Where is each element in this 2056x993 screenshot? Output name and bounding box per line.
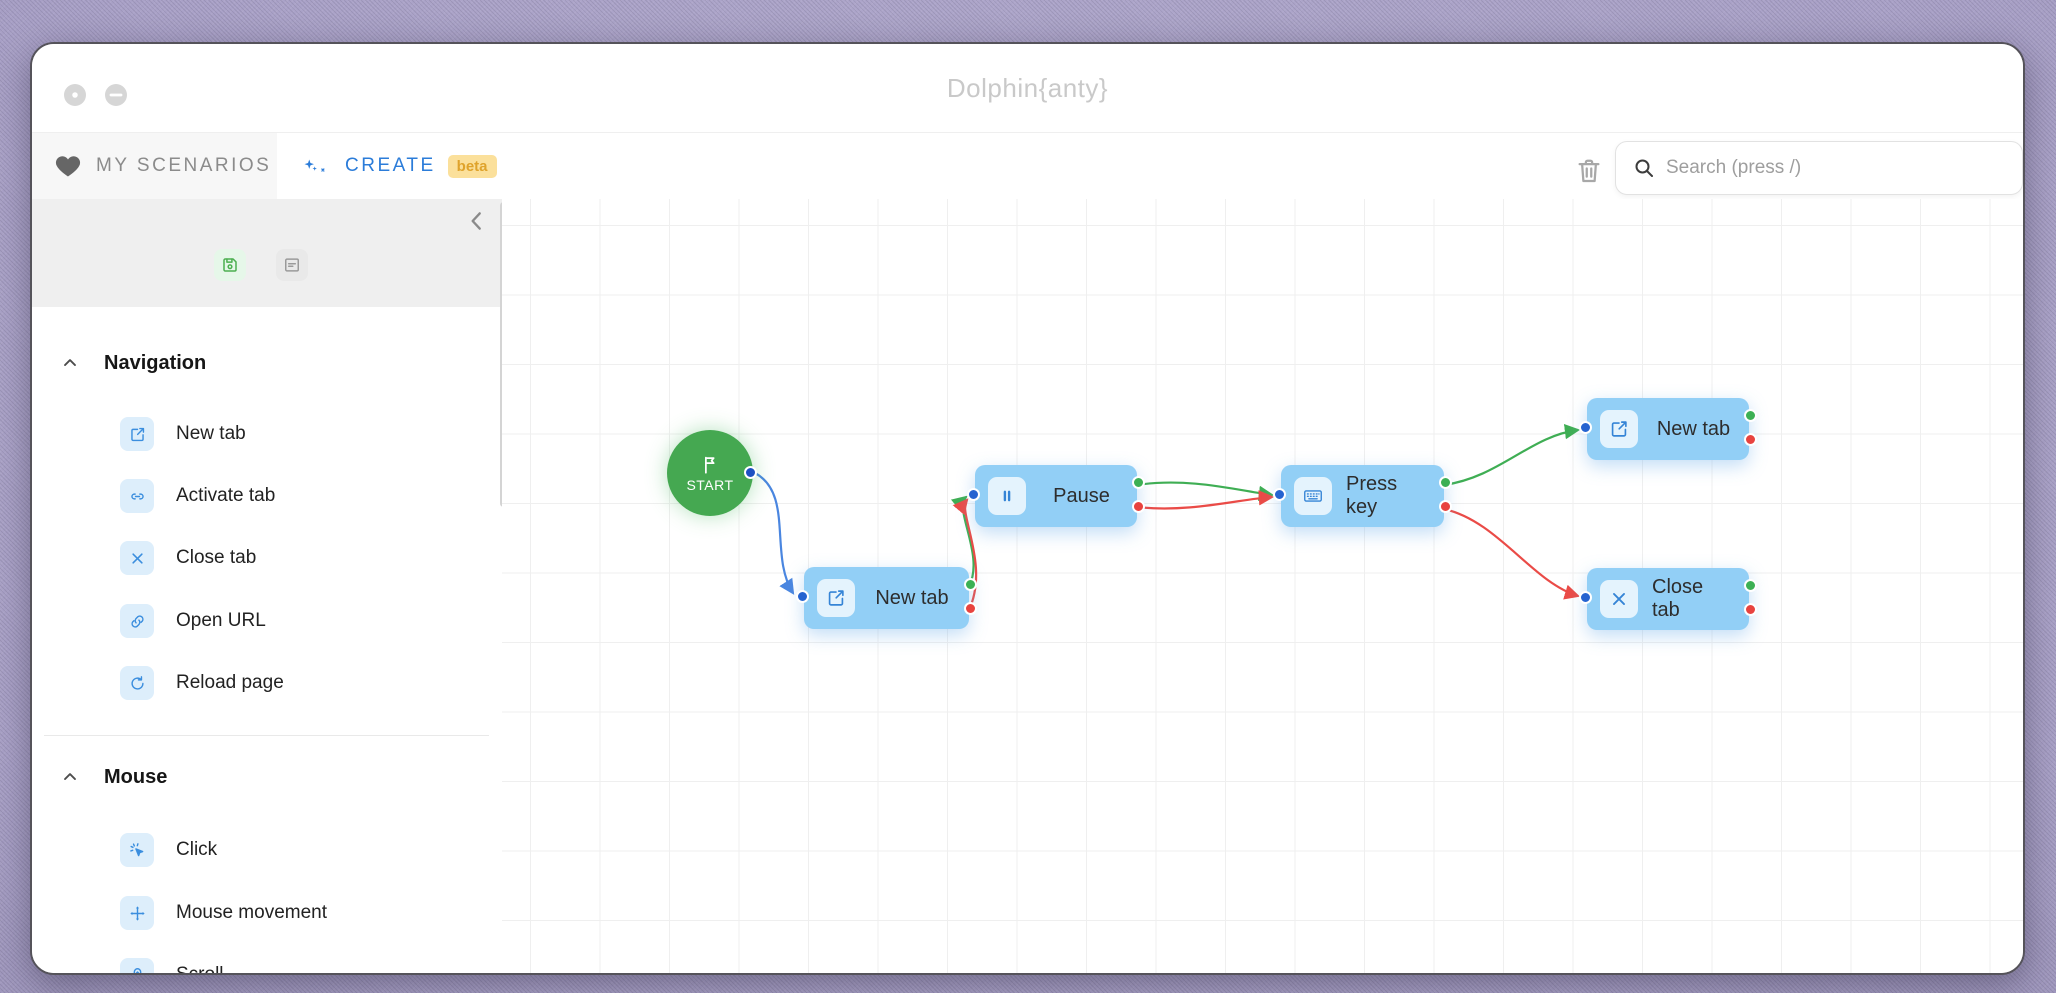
sparkles-icon <box>303 151 333 181</box>
node-label: Close tab <box>1652 576 1704 621</box>
sidebar-item-activate-tab[interactable]: Activate tab <box>32 476 472 516</box>
title-bar: Dolphin{anty} <box>32 44 2023 132</box>
chevron-up-icon <box>60 767 80 787</box>
form-icon <box>282 255 302 275</box>
close-tab-icon <box>120 541 154 575</box>
trash-icon <box>1574 155 1604 187</box>
port-in[interactable] <box>1273 488 1286 501</box>
chevron-left-icon <box>464 208 490 234</box>
node-label: Pause <box>1053 484 1110 507</box>
new-tab-icon <box>120 417 154 451</box>
sidebar-item-mouse-movement[interactable]: Mouse movement <box>32 893 472 933</box>
node-start[interactable]: START <box>667 430 757 516</box>
tab-my-scenarios[interactable]: MY SCENARIOS <box>32 133 277 199</box>
scroll-icon <box>120 958 154 973</box>
node-label: New tab <box>1656 417 1731 440</box>
window-title: Dolphin{anty} <box>946 72 1109 103</box>
mouse-movement-icon <box>120 896 154 930</box>
window-minimize-button[interactable] <box>105 84 127 106</box>
port-success[interactable] <box>1744 409 1757 422</box>
port-in[interactable] <box>1579 591 1592 604</box>
sidebar-item-scroll[interactable]: Scroll <box>32 955 472 975</box>
port-success[interactable] <box>1439 476 1452 489</box>
node-press-key[interactable]: Press key <box>1273 465 1452 527</box>
keyboard-icon <box>1294 477 1332 515</box>
sidebar-item-close-tab[interactable]: Close tab <box>32 538 472 578</box>
save-scenario-button[interactable] <box>214 249 246 281</box>
sidebar-item-open-url[interactable]: Open URL <box>32 601 472 641</box>
node-new-tab-1[interactable]: New tab <box>796 567 977 629</box>
port-in[interactable] <box>1579 421 1592 434</box>
actions-sidebar: Navigation New tab Activate tab Close ta… <box>32 199 507 975</box>
activate-tab-icon <box>120 479 154 513</box>
node-label: New tab <box>875 586 949 609</box>
search-box <box>1615 141 2023 195</box>
port-out[interactable] <box>744 466 757 479</box>
port-error[interactable] <box>1744 433 1757 446</box>
node-start-label: START <box>686 476 734 493</box>
pause-icon <box>988 477 1026 515</box>
save-icon <box>220 255 240 275</box>
sidebar-item-label: Activate tab <box>176 485 276 506</box>
sidebar-item-label: Scroll <box>176 964 224 975</box>
reload-page-icon <box>120 666 154 700</box>
section-navigation-title: Navigation <box>104 351 207 374</box>
port-success[interactable] <box>1744 579 1757 592</box>
port-error[interactable] <box>1439 500 1452 513</box>
section-divider <box>44 735 489 736</box>
section-mouse[interactable]: Mouse <box>32 760 472 794</box>
click-icon <box>120 833 154 867</box>
close-tab-icon <box>1600 580 1638 618</box>
new-tab-icon <box>817 579 855 617</box>
minimize-icon <box>105 84 127 106</box>
port-error[interactable] <box>1132 500 1145 513</box>
new-tab-icon <box>1600 410 1638 448</box>
sidebar-item-reload-page[interactable]: Reload page <box>32 663 472 703</box>
sidebar-item-label: Mouse movement <box>176 902 328 923</box>
port-success[interactable] <box>964 578 977 591</box>
port-in[interactable] <box>796 590 809 603</box>
app-window: Dolphin{anty} MY SCENARIOS CREATE beta <box>30 42 2025 975</box>
port-success[interactable] <box>1132 476 1145 489</box>
scenario-form-button[interactable] <box>276 249 308 281</box>
tab-create-label: CREATE <box>345 155 436 176</box>
sidebar-item-new-tab[interactable]: New tab <box>32 414 472 454</box>
node-close-tab[interactable]: Close tab <box>1579 568 1757 630</box>
tab-my-scenarios-label: MY SCENARIOS <box>96 155 272 176</box>
sidebar-item-label: New tab <box>176 423 246 444</box>
sidebar-item-label: Click <box>176 839 218 860</box>
tab-create[interactable]: CREATE beta <box>277 133 502 199</box>
dot-icon <box>64 84 86 106</box>
delete-scenario-button[interactable] <box>1572 154 1606 190</box>
node-label: Press key <box>1346 473 1398 518</box>
sidebar-item-label: Close tab <box>176 547 257 568</box>
port-error[interactable] <box>1744 603 1757 616</box>
chevron-up-icon <box>60 353 80 373</box>
flag-icon <box>699 454 721 476</box>
open-url-icon <box>120 604 154 638</box>
sidebar-item-label: Reload page <box>176 672 284 693</box>
scenario-canvas[interactable] <box>502 199 2023 973</box>
heart-icon <box>54 152 82 180</box>
sidebar-item-label: Open URL <box>176 610 266 631</box>
node-new-tab-2[interactable]: New tab <box>1579 398 1757 460</box>
sidebar-item-click[interactable]: Click <box>32 830 472 870</box>
search-icon <box>1632 156 1656 180</box>
section-navigation[interactable]: Navigation <box>32 346 472 380</box>
search-input[interactable] <box>1666 157 2006 179</box>
collapse-sidebar-button[interactable] <box>462 207 492 237</box>
window-dot-button[interactable] <box>64 84 86 106</box>
port-in[interactable] <box>967 488 980 501</box>
sidebar-header <box>32 199 502 307</box>
section-mouse-title: Mouse <box>104 765 168 788</box>
titlebar-divider <box>32 132 2023 133</box>
port-error[interactable] <box>964 602 977 615</box>
node-pause[interactable]: Pause <box>967 465 1145 527</box>
beta-badge: beta <box>447 154 497 178</box>
